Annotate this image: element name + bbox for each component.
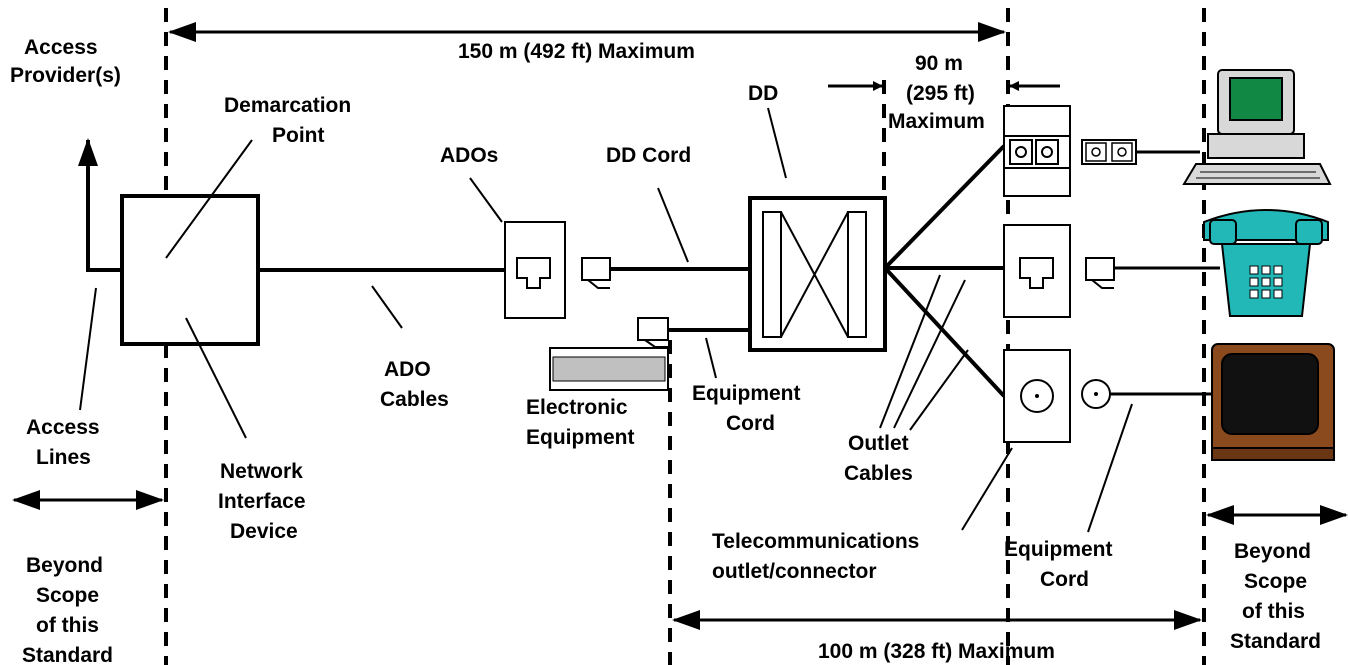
- demarcation-label-2: Point: [272, 124, 325, 147]
- ado-plug: [581, 257, 611, 289]
- telecom-outlet-data: [1003, 105, 1071, 197]
- beyond-right-label-4: Standard: [1230, 630, 1321, 653]
- dd-label: DD: [748, 82, 778, 105]
- ado-cables-label-2: Cables: [380, 388, 449, 411]
- beyond-left-label-1: Beyond: [26, 554, 103, 577]
- equipment-cord-label-1a: Equipment: [692, 382, 801, 405]
- ado-cables-label-1: ADO: [384, 358, 431, 381]
- access-lines-label-2: Lines: [36, 446, 91, 469]
- nid-label-3: Device: [230, 520, 298, 543]
- equipment-plug: [637, 317, 669, 348]
- equipment-cord-label-2a: Equipment: [1004, 538, 1113, 561]
- demarcation-label-1: Demarcation: [224, 94, 351, 117]
- beyond-left-label-2: Scope: [36, 584, 99, 607]
- distribution-device: [748, 196, 887, 352]
- equipment-cord-label-1b: Cord: [726, 412, 775, 435]
- telecom-outlet-label-1: Telecommunications: [712, 530, 919, 553]
- computer-icon: [1182, 69, 1332, 185]
- phone-plug: [1085, 257, 1115, 289]
- ado-outlet: [504, 221, 566, 319]
- electronic-equipment-icon: [549, 347, 669, 391]
- access-provider-arrow: [78, 138, 122, 272]
- telecom-outlet-label-2: outlet/connector: [712, 560, 877, 583]
- beyond-right-label-2: Scope: [1244, 570, 1307, 593]
- equipment-cord-label-2b: Cord: [1040, 568, 1089, 591]
- telecom-outlet-coax: [1003, 349, 1071, 443]
- nid-label-2: Interface: [218, 490, 306, 513]
- access-lines-label-1: Access: [26, 416, 100, 439]
- beyond-left-label-3: of this: [36, 614, 99, 637]
- access-provider-label-2: Provider(s): [10, 64, 121, 87]
- dim-90m-label-1: 90 m: [915, 52, 963, 75]
- beyond-left-label-4: Standard: [22, 644, 113, 665]
- coax-plug: [1081, 379, 1111, 409]
- television-icon: [1211, 343, 1335, 461]
- labels: Access Provider(s) 150 m (492 ft) Maximu…: [10, 36, 1321, 665]
- beyond-right-label-3: of this: [1242, 600, 1305, 623]
- dim-100m-label: 100 m (328 ft) Maximum: [818, 640, 1055, 663]
- electronic-equipment-label-2: Equipment: [526, 426, 635, 449]
- access-provider-label-1: Access: [24, 36, 98, 59]
- dimension-arrows: [12, 22, 1348, 630]
- outlet-cables-label-2: Cables: [844, 462, 913, 485]
- dim-150m-label: 150 m (492 ft) Maximum: [458, 40, 695, 63]
- dd-cord-label: DD Cord: [606, 144, 691, 167]
- ados-label: ADOs: [440, 144, 498, 167]
- dim-90m-label-3: Maximum: [888, 110, 985, 133]
- nid-label-1: Network: [220, 460, 303, 483]
- dim-90m-label-2: (295 ft): [906, 82, 975, 105]
- telecom-outlet-phone: [1003, 224, 1071, 318]
- data-plug-pair: [1081, 139, 1137, 165]
- beyond-right-label-1: Beyond: [1234, 540, 1311, 563]
- leader-lines: [79, 107, 1133, 533]
- telephone-icon: [1203, 209, 1329, 317]
- network-interface-device-box: [120, 194, 260, 346]
- electronic-equipment-label-1: Electronic: [526, 396, 628, 419]
- outlet-cables-label-1: Outlet: [848, 432, 909, 455]
- outlet-cables: [883, 144, 1006, 398]
